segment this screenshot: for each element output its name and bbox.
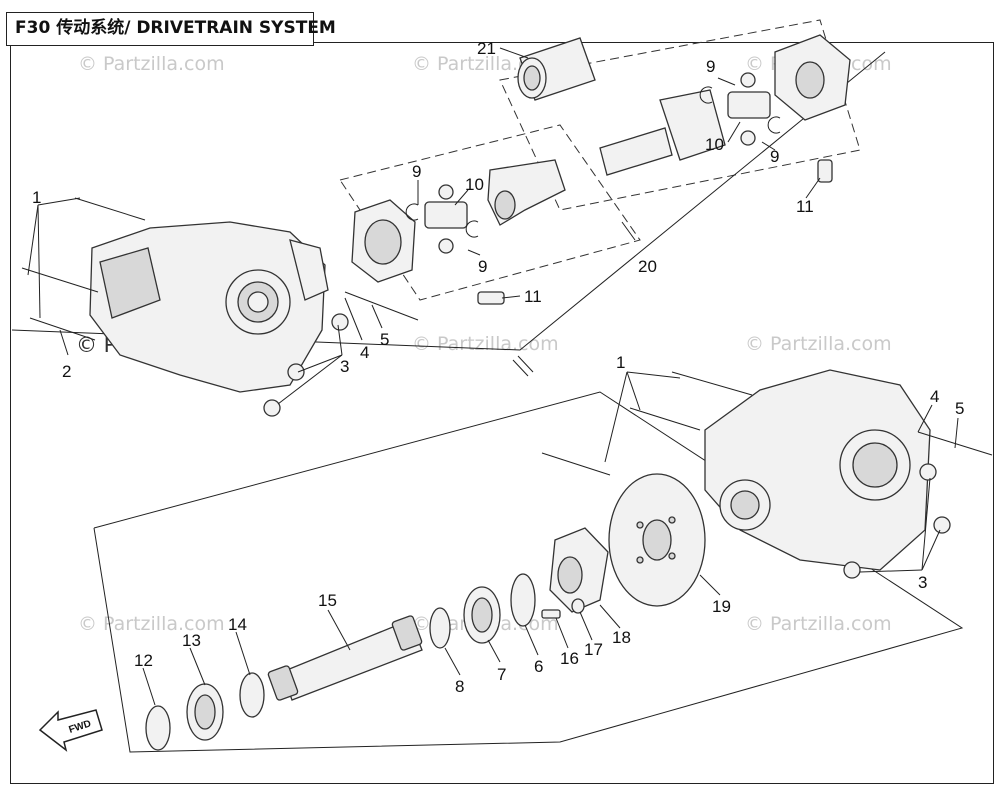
callout-numbers: 1 2 3 4 5 9 9 10 11 20 21 9 9 10 11 1 4 … [32, 39, 964, 696]
page-title: F30 传动系统/ DRIVETRAIN SYSTEM [6, 12, 336, 46]
ring-14 [239, 672, 265, 718]
forward-direction-arrow: FWD [38, 709, 103, 752]
watermark: © Partzilla.com [745, 333, 892, 355]
leader-lines [27, 47, 959, 706]
front-differential-housing [89, 221, 329, 393]
front-nuts [263, 291, 419, 417]
front-bolt-11 [477, 291, 505, 305]
callout-9: 9 [412, 162, 421, 181]
callout-20: 20 [638, 257, 657, 276]
callout-3: 3 [340, 357, 349, 376]
front-shaft-yoke [487, 159, 566, 226]
callout-11: 11 [796, 197, 814, 216]
long-bolts-front [21, 197, 146, 341]
callout-7: 7 [497, 665, 506, 684]
callout-3: 3 [918, 573, 927, 592]
rear-flange [774, 34, 851, 121]
front-u-joint [405, 184, 479, 254]
callout-8: 8 [455, 677, 464, 696]
seal-13 [186, 683, 224, 741]
bearing-7 [463, 586, 501, 644]
lower-assembly-outline [93, 391, 964, 753]
ring-12 [145, 705, 171, 751]
watermark: © Partzilla.com [78, 613, 225, 635]
callout-9: 9 [478, 257, 487, 276]
callout-14: 14 [228, 615, 247, 634]
callout-9: 9 [706, 57, 715, 76]
ring-6 [510, 573, 536, 627]
callout-21: 21 [477, 39, 496, 58]
brake-disc-19 [608, 473, 706, 607]
callout-9: 9 [770, 147, 779, 166]
callout-16: 16 [560, 649, 579, 668]
watermark: © Partzilla.com [745, 613, 892, 635]
watermark: © Partzilla.com [412, 333, 559, 355]
rear-u-joint [699, 72, 781, 146]
rear-bolt-11 [817, 159, 833, 183]
callout-11: 11 [524, 287, 542, 306]
rear-differential-housing [704, 369, 931, 571]
callout-5: 5 [955, 399, 964, 418]
callout-18: 18 [612, 628, 631, 647]
callout-2: 2 [62, 362, 71, 381]
callout-13: 13 [182, 631, 201, 650]
diagram-frame [10, 42, 994, 784]
watermark: © Partzilla.com [78, 53, 225, 75]
hub-flange-18 [549, 527, 609, 613]
front-shaft-dash-box [339, 124, 641, 301]
rear-nuts [843, 463, 951, 579]
boot-21 [517, 37, 596, 101]
callout-1: 1 [616, 353, 625, 372]
callout-6: 6 [534, 657, 543, 676]
callout-4: 4 [930, 387, 939, 406]
callout-10: 10 [705, 135, 724, 154]
callout-1: 1 [32, 188, 41, 207]
callout-10: 10 [465, 175, 484, 194]
callout-4: 4 [360, 343, 369, 362]
ring-8 [429, 607, 451, 649]
callout-15: 15 [318, 591, 337, 610]
callout-17: 17 [584, 640, 603, 659]
front-flange-yoke [351, 199, 416, 283]
rear-propeller-shaft [599, 89, 726, 176]
shaft-15 [267, 615, 423, 701]
callout-12: 12 [134, 651, 153, 670]
callout-19: 19 [712, 597, 731, 616]
callout-5: 5 [380, 330, 389, 349]
small-parts-16-17 [541, 598, 585, 619]
